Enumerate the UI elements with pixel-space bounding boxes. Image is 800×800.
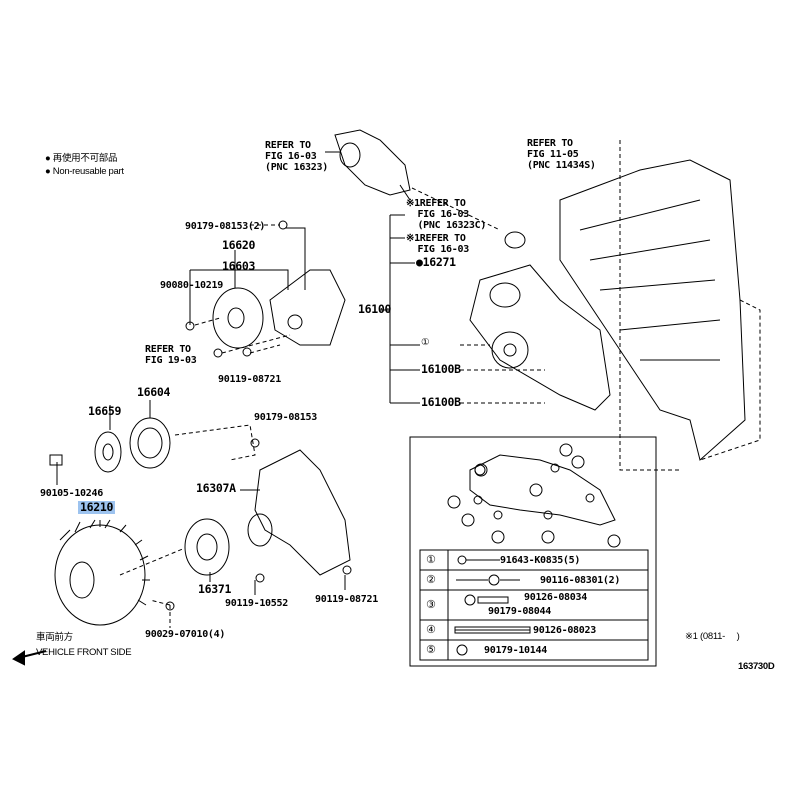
part-90179-08153[interactable]: 90179-08153 [254,412,317,423]
vehicle-front-jp: 車両前方 [36,632,73,643]
vehicle-front-en: VEHICLE FRONT SIDE [36,647,132,658]
legend-jp: ● 再使用不可部品 [45,153,118,164]
fastener-table-grid [419,549,649,661]
table-row-num: ② [426,573,436,586]
footnote: ※1 (0811- ) [685,631,740,642]
callout-1-main: ① [421,337,430,348]
thermostat-housing-drawing [325,129,526,249]
table-row-num: ① [426,553,436,566]
legend-en: ● Non-reusable part [45,166,124,177]
part-16100[interactable]: 16100 [358,302,392,316]
refer-fig-16-03[interactable]: REFER TO FIG 16-03 (PNC 16323) [265,140,328,173]
part-90105-10246[interactable]: 90105-10246 [40,488,103,499]
part-16307a[interactable]: 16307A [196,481,236,495]
part-90029-07010[interactable]: 90029-07010(4) [145,629,226,640]
table-part[interactable]: 91643-K0835(5) [500,555,581,566]
part-90119-10552[interactable]: 90119-10552 [225,598,288,609]
part-16210-highlighted[interactable]: 16210 [78,500,116,514]
part-16604[interactable]: 16604 [137,385,171,399]
part-90119-08721-a[interactable]: 90119-08721 [218,374,281,385]
table-part[interactable]: 90126-08034 [524,592,587,603]
part-16100b-1[interactable]: 16100B [421,362,461,376]
table-part[interactable]: 90179-10144 [484,645,547,656]
part-16271[interactable]: ●16271 [416,255,456,269]
part-90179-08153-2[interactable]: 90179-08153(2) [185,221,266,232]
fan-clutch-drawing [54,519,186,628]
refer-fig-16-03-b[interactable]: ※1REFER TO FIG 16-03 [406,233,469,255]
refer-fig-11-05[interactable]: REFER TO FIG 11-05 (PNC 11434S) [527,138,596,171]
table-part[interactable]: 90179-08044 [488,606,551,617]
part-16371[interactable]: 16371 [198,582,232,596]
tensioner-drawing [185,220,346,358]
inset-box [409,436,657,667]
inset-callouts [447,443,621,548]
pulleys-bracket-drawing [49,400,352,595]
part-16100b-2[interactable]: 16100B [421,395,461,409]
part-16603[interactable]: 16603 [222,259,256,273]
refer-fig-16-03-c[interactable]: ※1REFER TO FIG 16-03 (PNC 16323C) [406,198,487,231]
table-row-num: ⑤ [426,643,436,656]
table-part[interactable]: 90116-08301(2) [540,575,621,586]
fastener-icons [454,555,531,656]
vehicle-front-arrow [12,650,47,666]
refer-fig-19-03[interactable]: REFER TO FIG 19-03 [145,344,197,366]
part-16620[interactable]: 16620 [222,238,256,252]
table-part[interactable]: 90126-08023 [533,625,596,636]
table-row-num: ④ [426,623,436,636]
part-90080-10219[interactable]: 90080-10219 [160,280,223,291]
engine-block-drawing [559,140,761,471]
part-90119-08721-b[interactable]: 90119-08721 [315,594,378,605]
table-row-num: ③ [426,598,436,611]
part-16659[interactable]: 16659 [88,404,122,418]
figure-id: 163730D [738,661,775,672]
water-pump-drawing [380,214,611,411]
